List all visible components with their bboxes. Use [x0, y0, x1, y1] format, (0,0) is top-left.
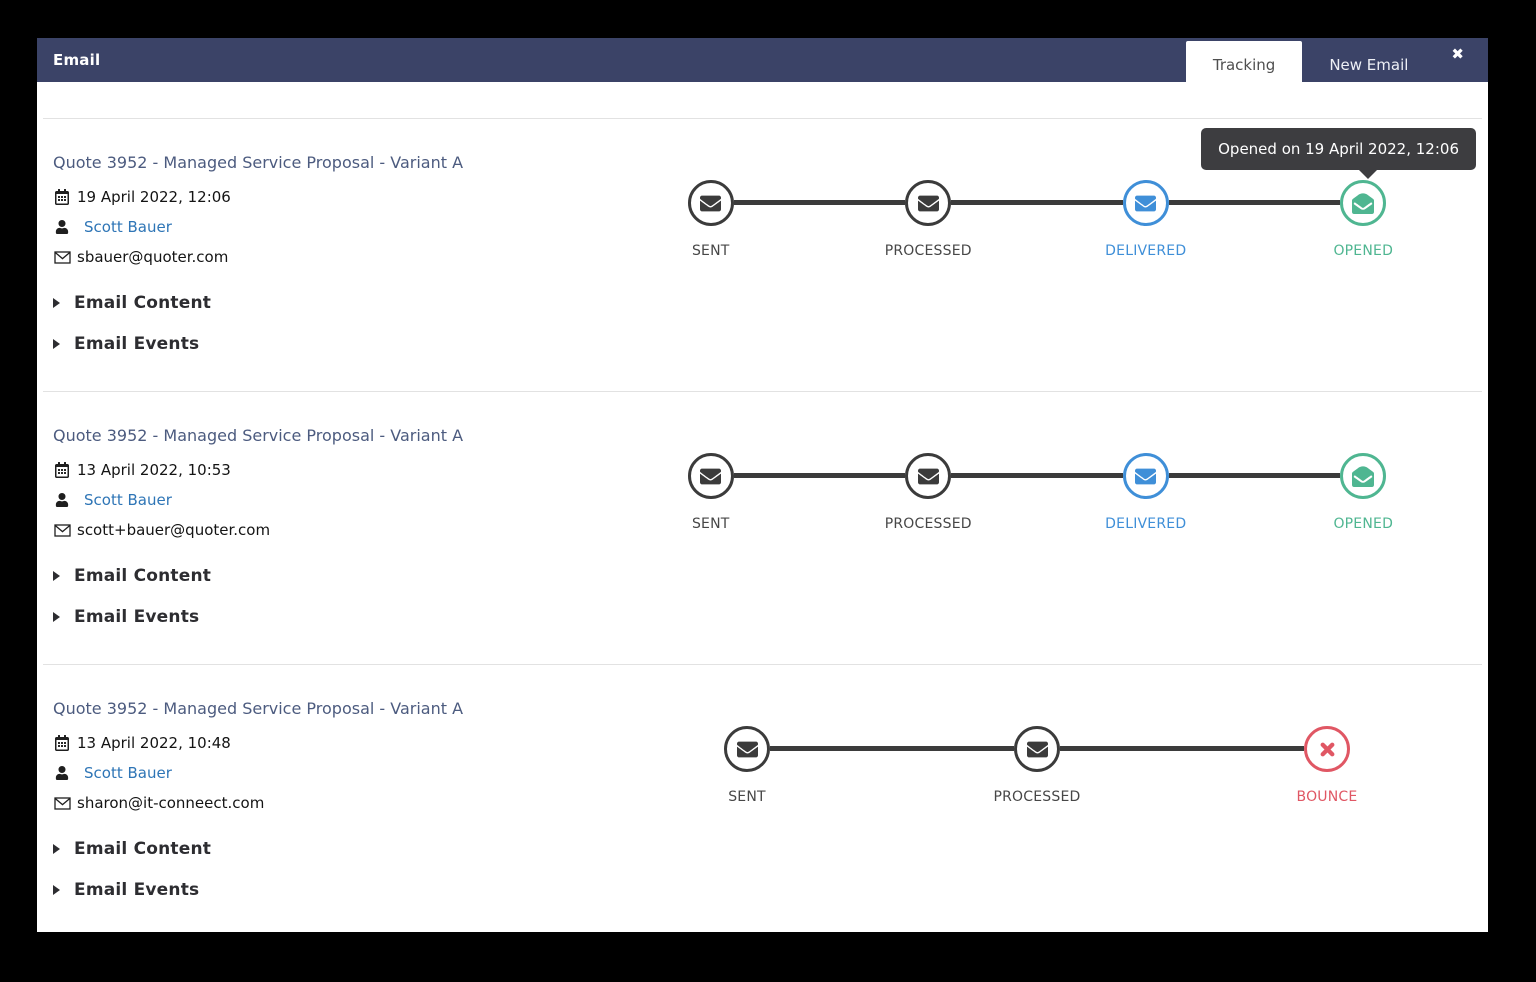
step-label: PROCESSED [884, 243, 972, 259]
step-label: OPENED [1333, 516, 1394, 532]
caret-right-icon [53, 298, 60, 308]
date-line: 13 April 2022, 10:53 [53, 455, 602, 485]
step-label: SENT [691, 243, 730, 259]
email-content-toggle[interactable]: Email Content [53, 566, 602, 586]
email-content-label: Email Content [74, 293, 212, 313]
email-tracking-entry: Quote 3952 - Managed Service Proposal - … [43, 391, 1482, 664]
quote-subject-link[interactable]: Quote 3952 - Managed Service Proposal - … [53, 153, 464, 172]
recipient-line: sbauer@quoter.com [53, 242, 602, 272]
calendar-icon [53, 735, 71, 751]
sender-link[interactable]: Scott Bauer [84, 764, 172, 782]
caret-right-icon [53, 885, 60, 895]
calendar-icon [53, 462, 71, 478]
step-label: OPENED [1333, 243, 1394, 259]
tracker-step-processed: PROCESSED [733, 180, 1038, 259]
email-events-label: Email Events [74, 607, 200, 627]
envelope-icon [687, 453, 734, 499]
envelope-icon [1014, 726, 1060, 772]
tracker-step-opened: OPENED [1168, 180, 1473, 259]
date-line: 19 April 2022, 12:06 [53, 182, 602, 212]
envelope-icon [724, 726, 770, 772]
email-events-label: Email Events [74, 880, 200, 900]
tracker-step-opened: OPENED [1168, 453, 1473, 532]
tracker-step-delivered: DELIVERED [951, 180, 1255, 259]
recipient-line: scott+bauer@quoter.com [53, 515, 602, 545]
envelope-icon [1122, 453, 1169, 499]
caret-right-icon [53, 844, 60, 854]
sender-line: Scott Bauer [53, 212, 602, 242]
envelope-outline-icon [53, 523, 71, 538]
envelope-outline-icon [53, 796, 71, 811]
email-events-toggle[interactable]: Email Events [53, 334, 602, 354]
entry-info: Quote 3952 - Managed Service Proposal - … [53, 426, 602, 627]
tracker-step-processed: PROCESSED [770, 726, 1182, 805]
sender-line: Scott Bauer [53, 485, 602, 515]
step-label: PROCESSED [884, 516, 972, 532]
dialog-header: Email Tracking New Email ✖ [37, 38, 1488, 88]
email-tracking-entry: Quote 3952 - Managed Service Proposal - … [43, 119, 1482, 391]
opened-tooltip: Opened on 19 April 2022, 12:06 [1201, 128, 1476, 179]
tab-bar: Tracking New Email [1185, 38, 1436, 88]
times-icon [1304, 726, 1350, 772]
quote-subject-link[interactable]: Quote 3952 - Managed Service Proposal - … [53, 426, 464, 445]
tab-new-email[interactable]: New Email [1329, 55, 1409, 74]
email-tracking-entry: Quote 3952 - Managed Service Proposal - … [43, 664, 1482, 932]
user-icon [53, 493, 71, 507]
tracker-step-processed: PROCESSED [733, 453, 1038, 532]
email-events-toggle[interactable]: Email Events [53, 880, 602, 900]
tracker-step-delivered: DELIVERED [951, 453, 1255, 532]
caret-right-icon [53, 339, 60, 349]
tracker-step-sent: SENT [602, 180, 820, 259]
delivery-tracker: SENT PROCESSED BOUNCE [602, 726, 1472, 805]
tracking-panel: Quote 3952 - Managed Service Proposal - … [43, 118, 1482, 932]
step-label: BOUNCE [1296, 789, 1358, 805]
envelope-icon [1122, 180, 1169, 226]
envelope-icon [905, 180, 952, 226]
email-date: 13 April 2022, 10:53 [77, 461, 231, 479]
caret-right-icon [53, 571, 60, 581]
tracker-step-sent: SENT [602, 726, 892, 805]
email-content-toggle[interactable]: Email Content [53, 293, 602, 313]
tab-tracking[interactable]: Tracking [1185, 41, 1303, 88]
close-icon[interactable]: ✖ [1451, 44, 1464, 63]
entry-info: Quote 3952 - Managed Service Proposal - … [53, 699, 602, 900]
email-content-label: Email Content [74, 839, 212, 859]
step-label: DELIVERED [1105, 243, 1187, 259]
date-line: 13 April 2022, 10:48 [53, 728, 602, 758]
envelope-open-icon [1340, 180, 1387, 226]
user-icon [53, 766, 71, 780]
dialog-title: Email [53, 51, 101, 69]
email-dialog: Email Tracking New Email ✖ Opened on 19 … [37, 38, 1488, 932]
delivery-tracker: SENT PROCESSED DELIVERED OPENED [602, 180, 1472, 259]
step-label: SENT [728, 789, 766, 805]
recipient-email: sbauer@quoter.com [77, 248, 229, 266]
tracker-step-bounce: BOUNCE [1060, 726, 1472, 805]
envelope-outline-icon [53, 250, 71, 265]
recipient-email: sharon@it-conneect.com [77, 794, 265, 812]
step-label: DELIVERED [1105, 516, 1187, 532]
step-label: PROCESSED [993, 789, 1081, 805]
user-icon [53, 220, 71, 234]
entry-info: Quote 3952 - Managed Service Proposal - … [53, 153, 602, 354]
sender-line: Scott Bauer [53, 758, 602, 788]
email-date: 13 April 2022, 10:48 [77, 734, 231, 752]
step-label: SENT [691, 516, 730, 532]
sender-link[interactable]: Scott Bauer [84, 218, 172, 236]
email-date: 19 April 2022, 12:06 [77, 188, 231, 206]
envelope-icon [905, 453, 952, 499]
delivery-tracker: SENT PROCESSED DELIVERED OPENED [602, 453, 1472, 532]
recipient-line: sharon@it-conneect.com [53, 788, 602, 818]
email-events-label: Email Events [74, 334, 200, 354]
tracker-step-sent: SENT [602, 453, 820, 532]
email-content-label: Email Content [74, 566, 212, 586]
sender-link[interactable]: Scott Bauer [84, 491, 172, 509]
envelope-open-icon [1340, 453, 1387, 499]
caret-right-icon [53, 612, 60, 622]
recipient-email: scott+bauer@quoter.com [77, 521, 271, 539]
calendar-icon [53, 189, 71, 205]
quote-subject-link[interactable]: Quote 3952 - Managed Service Proposal - … [53, 699, 464, 718]
email-events-toggle[interactable]: Email Events [53, 607, 602, 627]
email-content-toggle[interactable]: Email Content [53, 839, 602, 859]
envelope-icon [687, 180, 734, 226]
